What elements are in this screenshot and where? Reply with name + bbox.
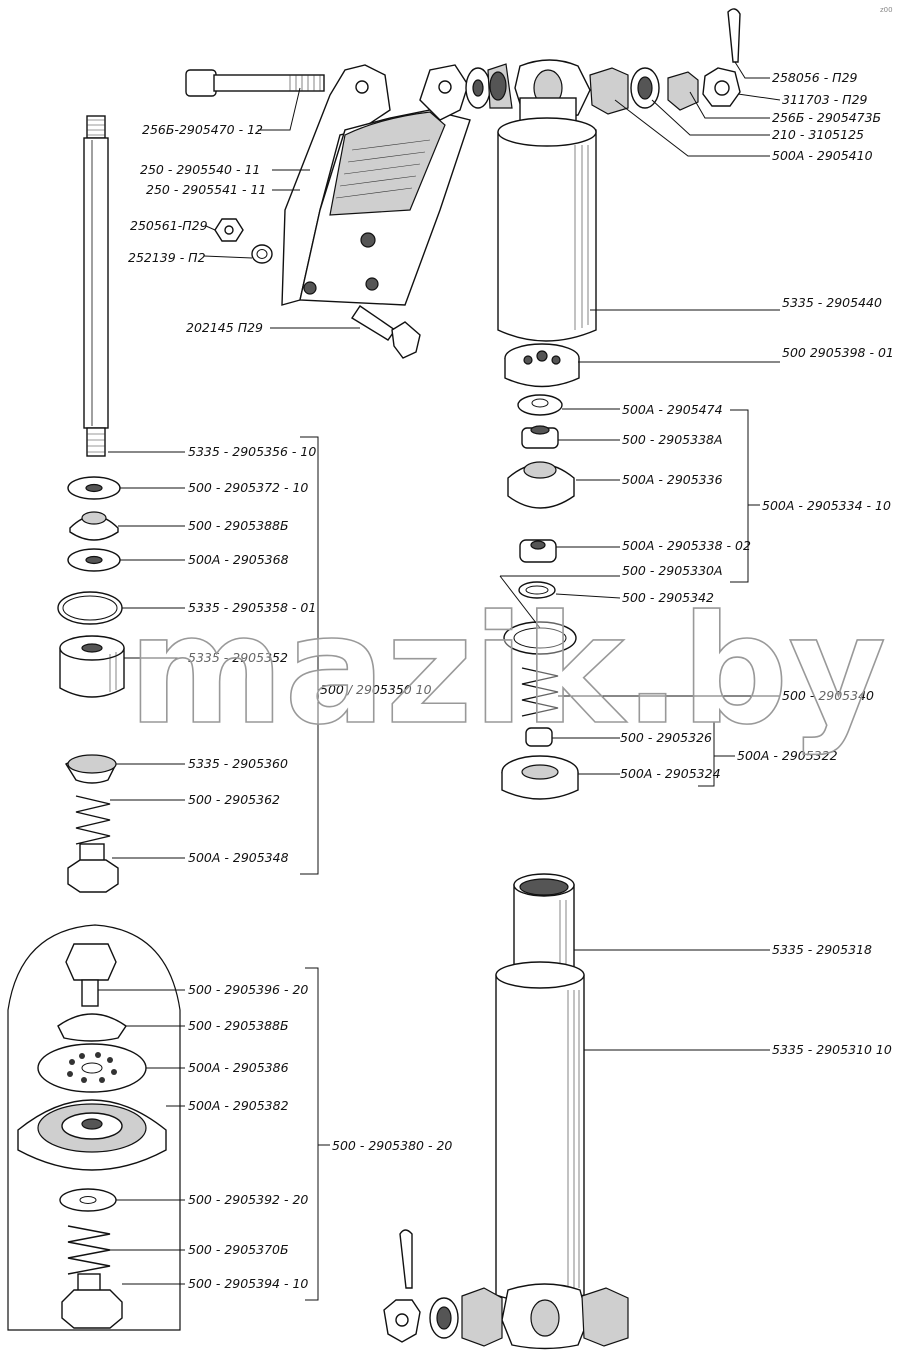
bracket-bolt	[185, 69, 325, 97]
cotter-pin-top	[727, 8, 741, 63]
label-part-252139: 252139 - П2	[128, 250, 206, 265]
label-part-2905358: 5335 - 2905358 - 01	[188, 600, 316, 615]
label-part-2905362: 500 - 2905362	[188, 792, 280, 807]
label-part-2905396: 500 - 2905396 - 20	[188, 982, 308, 997]
label-part-2905336: 500А - 2905336	[622, 472, 723, 487]
label-part-2905342: 500 - 2905342	[622, 590, 714, 605]
rod-valve-parts	[65, 754, 119, 893]
label-part-2905368: 500А - 2905368	[188, 552, 289, 567]
label-part-311703: 311703 - П29	[782, 92, 868, 107]
label-part-2905348: 500А - 2905348	[188, 850, 289, 865]
label-part-2905398: 500 2905398 - 01	[782, 345, 894, 360]
label-part-2905338A: 500 - 2905338А	[622, 432, 723, 447]
label-part-2905310: 5335 - 2905310 10	[772, 1042, 892, 1057]
label-part-2905470: 256Б-2905470 - 12	[142, 122, 263, 137]
shock-absorber-bracket	[281, 64, 471, 306]
bottom-cap-ring	[504, 343, 580, 388]
piston-rod	[83, 115, 109, 457]
label-part-2905388B-upper: 500 - 2905388Б	[188, 518, 289, 533]
corner-mark: z00	[880, 6, 893, 14]
bottom-mount-bushings	[383, 1283, 629, 1350]
bottom-valve-parts	[17, 943, 167, 1329]
valve-parts-stack	[503, 394, 577, 655]
label-part-2905356: 5335 - 2905356 - 10	[188, 444, 316, 459]
label-part-258056: 258056 - П29	[772, 70, 858, 85]
label-part-2905338-02: 500А - 2905338 - 02	[622, 538, 751, 553]
label-part-2905324: 500А - 2905324	[620, 766, 721, 781]
label-part-2905350: 500 / 2905350 10	[320, 682, 432, 697]
label-part-2905388B-lower: 500 - 2905388Б	[188, 1018, 289, 1033]
label-part-202145: 202145 П29	[186, 320, 263, 335]
hex-bolt	[351, 305, 421, 359]
label-part-2905322: 500А - 2905322	[737, 748, 838, 763]
hex-nut-small	[214, 218, 244, 242]
label-part-2905372: 500 - 2905372 - 10	[188, 480, 308, 495]
rod-guide-bushing	[59, 635, 125, 698]
label-part-2905440: 5335 - 2905440	[782, 295, 882, 310]
label-part-2905392: 500 - 2905392 - 20	[188, 1192, 308, 1207]
label-part-2905326: 500 - 2905326	[620, 730, 712, 745]
label-part-2905541: 250 - 2905541 - 11	[146, 182, 266, 197]
shock-absorber-upper-cylinder	[497, 97, 597, 342]
watermark-text: mazik.by	[128, 584, 886, 758]
rod-washers-and-seals	[57, 476, 123, 625]
label-part-2905352: 5335 - 2905352	[188, 650, 288, 665]
cotter-pin-bottom	[399, 1229, 413, 1289]
label-part-2905473: 256Б - 2905473Б	[772, 110, 881, 125]
lock-washer	[251, 244, 273, 264]
outer-reservoir-tube	[495, 961, 585, 1304]
label-part-2905330A: 500 - 2905330А	[622, 563, 723, 578]
label-part-2905386: 500А - 2905386	[188, 1060, 289, 1075]
bottom-valve-outline	[7, 924, 181, 1331]
label-part-2905540: 250 - 2905540 - 11	[140, 162, 260, 177]
label-part-2905334: 500А - 2905334 - 10	[762, 498, 891, 513]
label-part-2905370: 500 - 2905370Б	[188, 1242, 289, 1257]
label-part-2905340: 500 - 2905340	[782, 688, 874, 703]
label-part-250561: 250561-П29	[130, 218, 208, 233]
label-part-2905318: 5335 - 2905318	[772, 942, 872, 957]
leader-lines	[98, 61, 781, 1301]
label-part-2905382: 500А - 2905382	[188, 1098, 289, 1113]
valve-spring-right	[521, 667, 559, 717]
label-part-3105125: 210 - 3105125	[772, 127, 864, 142]
label-part-2905474: 500А - 2905474	[622, 402, 723, 417]
label-part-2905380: 500 - 2905380 - 20	[332, 1138, 452, 1153]
label-part-2905394: 500 - 2905394 - 10	[188, 1276, 308, 1291]
valve-seat-right	[501, 727, 579, 800]
label-part-2905410: 500А - 2905410	[772, 148, 873, 163]
label-part-2905360: 5335 - 2905360	[188, 756, 288, 771]
